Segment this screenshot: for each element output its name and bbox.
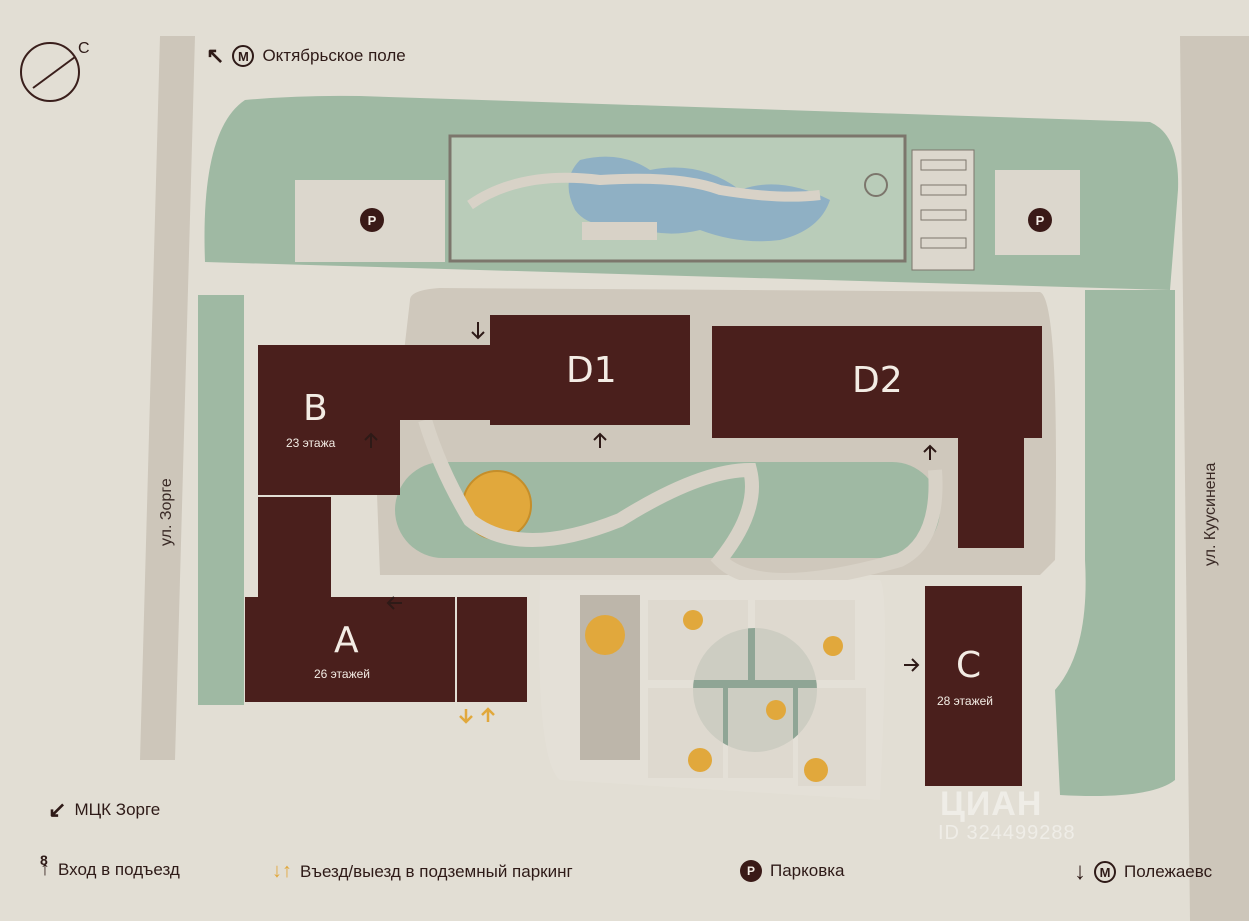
playground-marker [683, 610, 703, 630]
building-d2-label: D2 [852, 360, 903, 401]
compass-icon [20, 42, 80, 102]
arrow-up-left-icon: ↖ [206, 43, 225, 68]
legend-entrance: 8↑ Вход в подъезд [40, 852, 180, 881]
compass-north-label: С [78, 40, 90, 57]
watermark-brand: ЦИАН [940, 785, 1043, 823]
building-d2-wing [958, 438, 1024, 548]
street-kuusinena [1180, 36, 1249, 921]
playground-marker [804, 758, 828, 782]
building-d1-label: D1 [566, 350, 617, 391]
parking-icon: P [740, 860, 762, 882]
court-line [920, 159, 967, 171]
playground-marker [688, 748, 712, 772]
playground-cell [728, 688, 793, 778]
pond-path [467, 172, 821, 210]
svg-text:P: P [1036, 213, 1045, 228]
playground-marker [823, 636, 843, 656]
pond-deck [582, 222, 657, 240]
building-d2 [712, 326, 1042, 438]
street-label-zorge: ул. Зорге [158, 478, 175, 546]
legend-mcc-label: МЦК Зорге [74, 800, 161, 819]
watermark-id: ID 324499288 [938, 822, 1076, 844]
building-b-wing [258, 497, 331, 605]
building-a-label: A [334, 620, 359, 661]
parking-icon: P [360, 208, 384, 232]
parking-icon: P [1028, 208, 1052, 232]
metro-top-label: Октябрьское поле [262, 46, 406, 65]
legend-garage: ↓↑ Въезд/выезд в подземный паркинг [272, 860, 573, 883]
building-c [925, 586, 1022, 786]
legend-metro-bottom: ↓ М Полежаевс [1074, 858, 1212, 886]
building-c-floors: 28 этажей [937, 694, 993, 708]
playground-marker [766, 700, 786, 720]
court-line [920, 237, 967, 249]
legend-entrance-label: Вход в подъезд [58, 859, 180, 879]
pond-round-feature [864, 173, 888, 197]
building-d1 [490, 315, 690, 425]
street-zorge [140, 36, 195, 760]
building-b-floors: 23 этажа [286, 436, 336, 450]
building-c-label: C [956, 645, 982, 686]
svg-text:P: P [368, 213, 377, 228]
building-a [245, 597, 455, 702]
legend-parking-label: Парковка [770, 861, 845, 880]
metro-icon: М [1094, 861, 1116, 883]
building-b [258, 345, 400, 495]
east-green-zone [1055, 290, 1175, 796]
entrance-arrow-icon [364, 322, 937, 672]
building-a-wing [457, 597, 527, 702]
pond-park [448, 134, 907, 263]
metro-icon: М [232, 45, 255, 67]
legend-mcc: ↙ МЦК Зорге [48, 797, 160, 823]
court-line [920, 184, 967, 196]
building-b-label: B [303, 388, 328, 429]
legend-parking: P Парковка [740, 860, 845, 882]
winding-path [418, 417, 943, 587]
garage-arrows-icon: ↓↑ [272, 860, 292, 882]
entrance-arrow-icon: 8↑ [40, 852, 50, 880]
west-green-strip [198, 295, 244, 705]
court-line [920, 209, 967, 221]
garage-arrows-icon [459, 707, 495, 724]
legend-metro-bottom-label: Полежаевс [1124, 862, 1213, 881]
building-a-floors: 26 этажей [314, 667, 370, 681]
playground-cell [648, 688, 723, 778]
metro-top-link: ↖ М Октябрьское поле [206, 43, 406, 69]
street-label-kuusinena: ул. Куусинена [1202, 462, 1219, 566]
arrow-down-left-icon: ↙ [48, 797, 67, 822]
building-d1-west-wing [400, 345, 490, 420]
legend-garage-label: Въезд/выезд в подземный паркинг [300, 861, 573, 881]
arrow-down-icon: ↓ [1074, 858, 1086, 885]
basketball-court-circle [585, 615, 625, 655]
